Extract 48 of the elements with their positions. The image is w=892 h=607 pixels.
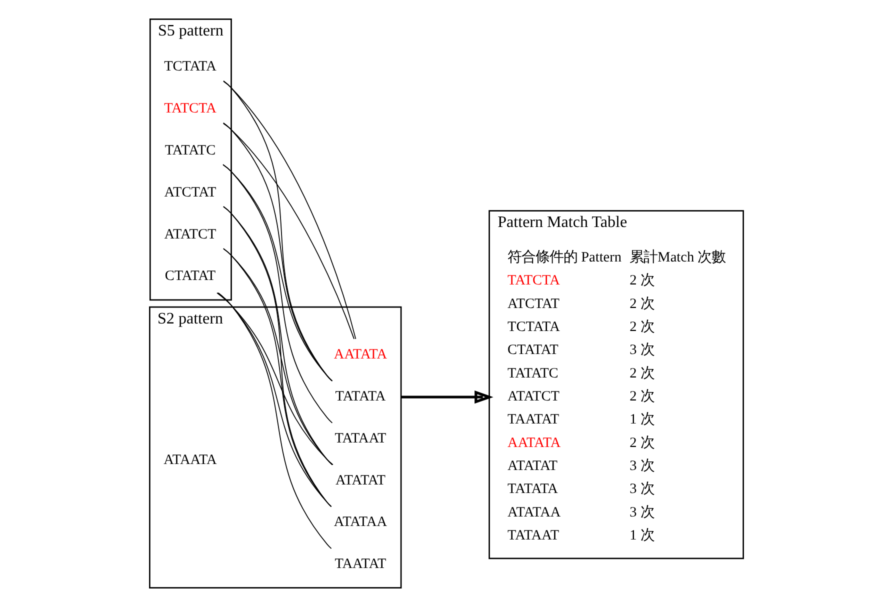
- node-text: CTATAT: [164, 268, 216, 284]
- label: AATATA: [507, 434, 560, 451]
- node-text: TATAAT: [334, 430, 386, 446]
- node-text: ATATAT: [335, 472, 385, 488]
- label: 2 次: [629, 365, 654, 382]
- label: TATATA: [507, 481, 558, 498]
- label: 累計Match 次數: [629, 249, 726, 266]
- label: TATAAT: [507, 528, 559, 544]
- connector: [222, 164, 332, 424]
- connector: [218, 292, 332, 549]
- connector: [216, 292, 333, 466]
- label: 2 次: [629, 272, 654, 289]
- label: 3 次: [629, 481, 654, 498]
- label: ATATAT: [507, 458, 558, 474]
- connector: [222, 123, 354, 340]
- label: 3 次: [629, 458, 654, 474]
- node-text: TCTATA: [164, 58, 216, 75]
- label: TATATC: [507, 365, 558, 382]
- label: CTATAT: [507, 342, 558, 358]
- connector: [222, 164, 332, 382]
- label: TATCTA: [507, 272, 560, 289]
- node-text: TATCTA: [164, 100, 216, 117]
- label: 2 次: [629, 434, 654, 451]
- label: 3 次: [629, 504, 654, 520]
- label: ATATCT: [507, 388, 559, 404]
- label: 3 次: [629, 342, 654, 358]
- label: 2 次: [629, 296, 654, 312]
- label: 1 次: [629, 412, 654, 428]
- label: TCTATA: [507, 318, 560, 335]
- label: TAATAT: [507, 412, 559, 428]
- label: ATATAA: [507, 504, 560, 520]
- label: ATCTAT: [507, 296, 559, 312]
- label: 1 次: [629, 528, 654, 544]
- label: 符合條件的 Pattern: [507, 249, 621, 266]
- node-text: AATATA: [333, 346, 387, 363]
- node-text: ATAATA: [163, 452, 216, 468]
- label: 2 次: [629, 388, 654, 404]
- connector: [222, 206, 332, 466]
- node-text: TAATAT: [334, 556, 386, 572]
- connector: [222, 248, 332, 466]
- node-text: ATATAA: [333, 514, 387, 530]
- label: 2 次: [629, 318, 654, 335]
- node-text: TATATC: [164, 142, 216, 158]
- node-text: ATATCT: [164, 226, 216, 242]
- node-text: ATCTAT: [164, 184, 216, 200]
- arrow: [400, 390, 493, 404]
- connector: [222, 80, 356, 340]
- node-text: TATATA: [334, 388, 386, 404]
